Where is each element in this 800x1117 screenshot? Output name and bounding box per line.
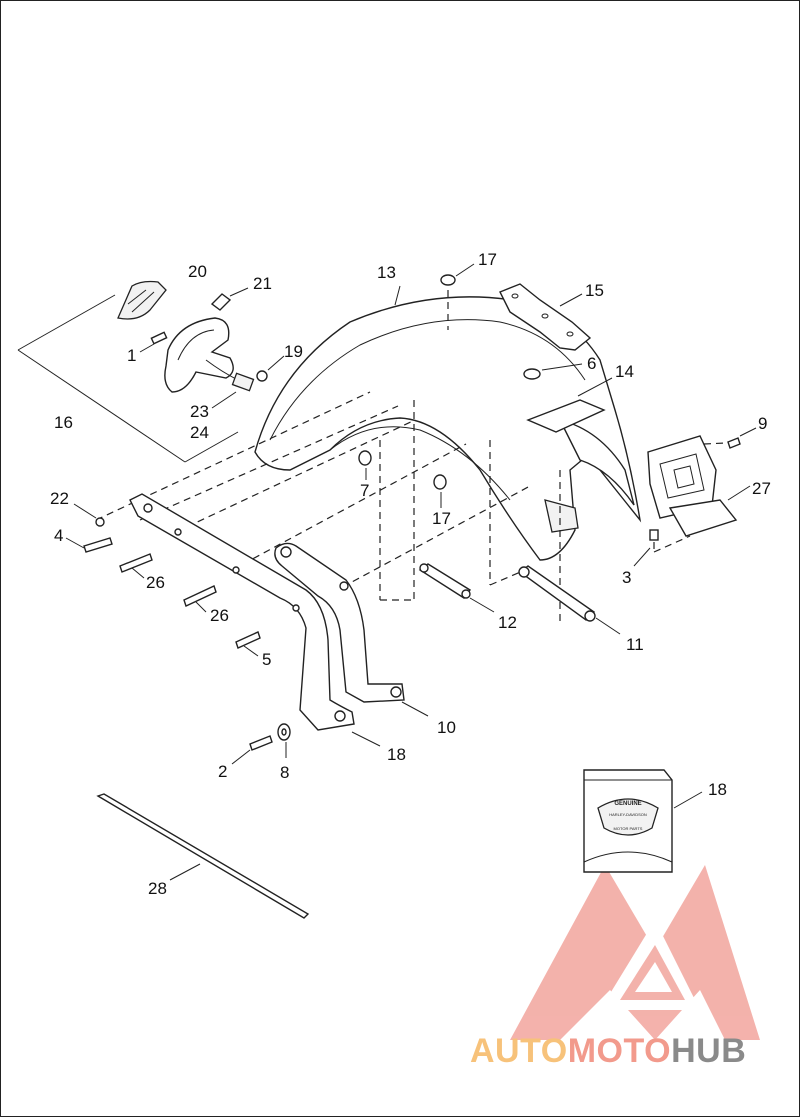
part-4-bolt xyxy=(65,537,113,553)
part-3-screw xyxy=(633,529,691,567)
callout-26-lower: 26 xyxy=(210,606,229,625)
part-2-screw xyxy=(231,735,273,765)
watermark-auto: AUTO xyxy=(470,1032,568,1070)
watermark-logo xyxy=(510,865,760,1040)
tail-lamp-housing xyxy=(164,317,234,393)
callout-21: 20 xyxy=(188,262,207,281)
part-19-kit-box: GENUINE HARLEY-DAVIDSON MOTOR PARTS xyxy=(583,769,703,873)
callout-12: 12 xyxy=(498,613,517,632)
callout-9: 9 xyxy=(758,414,767,433)
part-12-spacer xyxy=(418,563,495,613)
part-7-nut xyxy=(358,450,372,480)
callout-24: 23 xyxy=(190,402,209,421)
callout-22: 21 xyxy=(253,274,272,293)
callout-6: 6 xyxy=(587,354,596,373)
part-22-bulb xyxy=(210,287,249,311)
callout-5: 5 xyxy=(262,650,271,669)
callout-20: 19 xyxy=(284,342,303,361)
callout-15: 15 xyxy=(585,281,604,300)
part-10-strut xyxy=(274,542,429,717)
callout-27: 27 xyxy=(752,479,771,498)
callout-28: 28 xyxy=(148,879,167,898)
part-18-strut xyxy=(129,493,381,747)
callout-14: 14 xyxy=(615,362,634,381)
part-23-plug xyxy=(73,503,105,527)
callout-3: 3 xyxy=(622,568,631,587)
part-17-nut-lower xyxy=(433,474,447,508)
part-9-screw xyxy=(703,427,757,449)
part-5-bolt xyxy=(235,631,261,657)
callout-labels: 20 21 1 19 16 23 24 13 17 15 6 14 9 27 3… xyxy=(50,250,771,898)
callout-10: 10 xyxy=(437,718,456,737)
callout-17-lower: 17 xyxy=(432,509,451,528)
callout-4: 4 xyxy=(54,526,63,545)
part-20-grommet xyxy=(256,355,285,382)
watermark-moto: MOTO xyxy=(567,1032,672,1070)
callout-19: 18 xyxy=(708,780,727,799)
callout-7: 7 xyxy=(360,481,369,500)
part-14-bracket xyxy=(526,377,613,433)
part-1-screw xyxy=(139,331,168,353)
part-13-rear-fender xyxy=(254,285,642,561)
watermark-wordmark: AUTOMOTOHUB xyxy=(470,1032,746,1072)
part-24-25-connector xyxy=(205,359,255,409)
part-27-plate-bracket xyxy=(647,435,751,537)
part-15-plate xyxy=(499,283,592,351)
part-8-washer xyxy=(277,723,291,758)
part-28-strip xyxy=(96,793,310,919)
watermark-hub: HUB xyxy=(671,1032,747,1070)
callout-23: 22 xyxy=(50,489,69,508)
callout-2: 2 xyxy=(218,762,227,781)
callout-17-top: 17 xyxy=(478,250,497,269)
callout-26-upper: 26 xyxy=(146,573,165,592)
callout-8: 8 xyxy=(280,763,289,782)
callout-11: 11 xyxy=(626,635,644,654)
callout-1: 1 xyxy=(127,346,136,365)
part-26-stud-lower xyxy=(183,585,217,613)
part-16-frame-lines xyxy=(17,294,239,463)
part-6-pad xyxy=(523,363,583,380)
callout-13: 13 xyxy=(377,263,396,282)
part-26-stud-upper xyxy=(119,553,153,579)
part-11-spacer xyxy=(518,565,621,635)
kit-badge-line2: HARLEY-DAVIDSON xyxy=(609,812,647,817)
callout-18: 18 xyxy=(387,745,406,764)
kit-badge-line3: MOTOR PARTS xyxy=(614,826,643,831)
part-21-lens xyxy=(117,280,167,320)
callout-25: 24 xyxy=(190,423,209,442)
kit-badge-line1: GENUINE xyxy=(614,801,641,807)
callout-16: 16 xyxy=(54,413,73,432)
part-17-nut-top xyxy=(440,263,475,330)
